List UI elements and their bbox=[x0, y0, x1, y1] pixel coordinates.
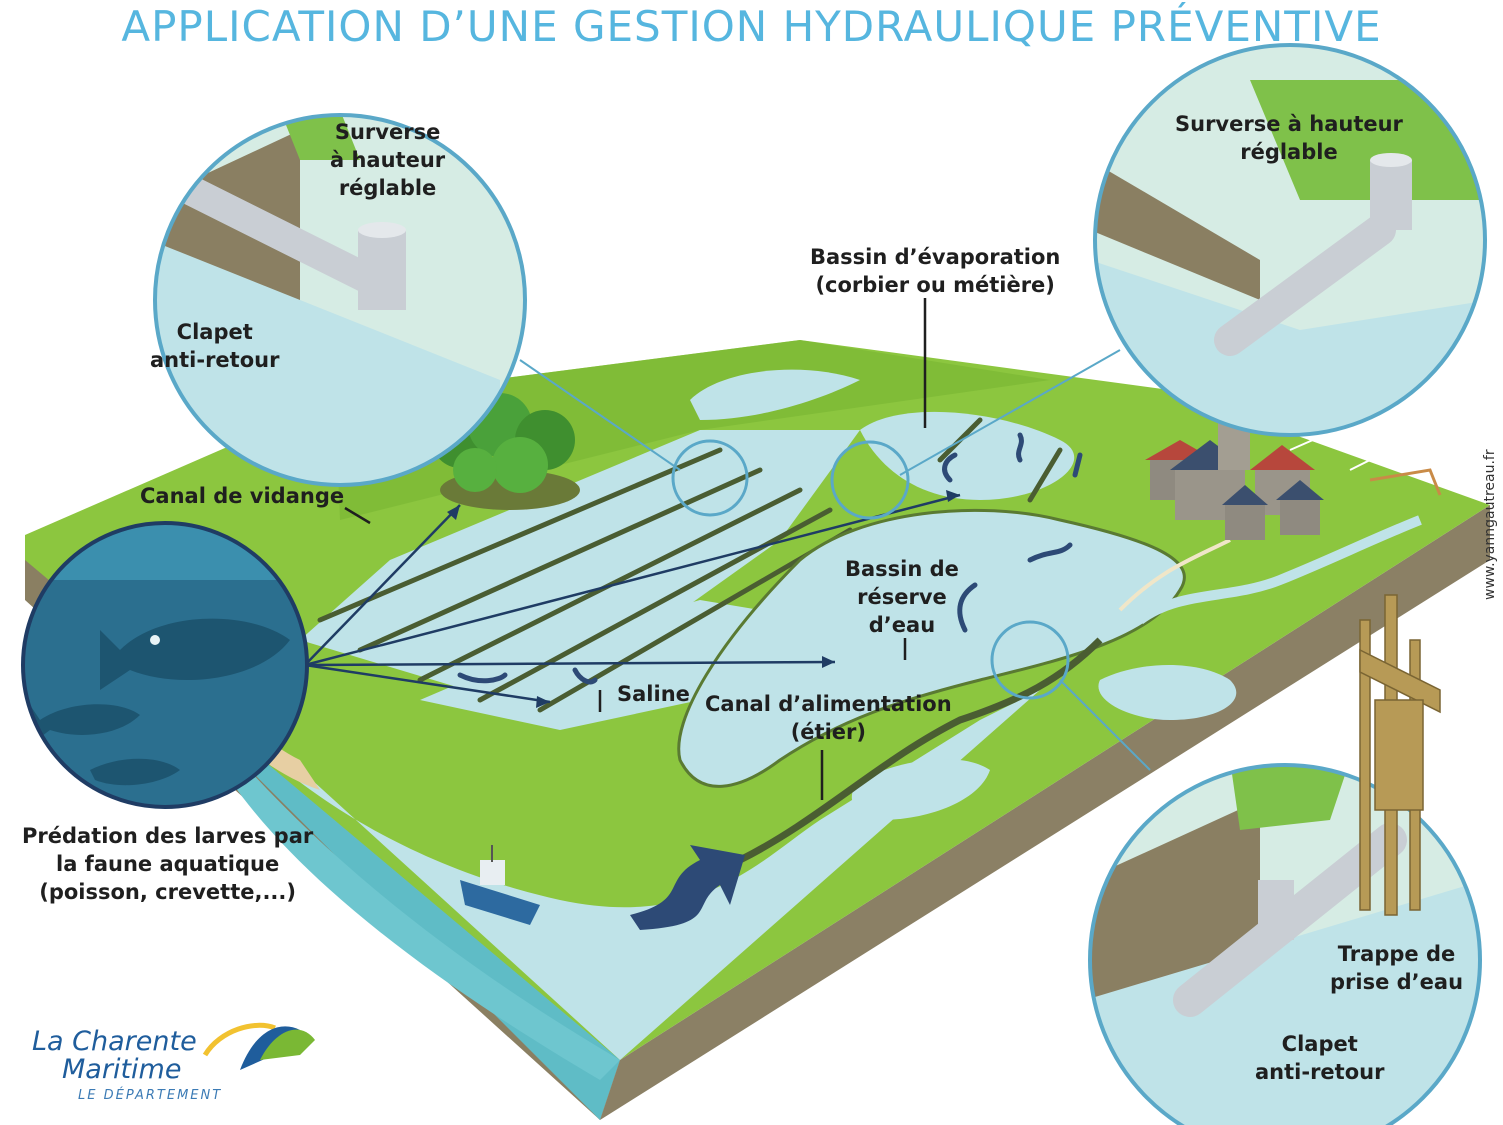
predation-pointer-heads bbox=[447, 490, 960, 708]
village-stream bbox=[1137, 515, 1422, 625]
logo-line-3: LE DÉPARTEMENT bbox=[78, 1088, 223, 1103]
side-pool bbox=[1098, 665, 1237, 720]
label-surverse-right: Surverse à hauteur réglable bbox=[1175, 112, 1403, 164]
label-bassin-reserve: Bassin de réserve d’eau bbox=[845, 557, 959, 637]
page-title: APPLICATION D’UNE GESTION HYDRAULIQUE PR… bbox=[121, 2, 1382, 51]
zoom-markers bbox=[671, 439, 1070, 700]
department-logo: La Charente Maritime LE DÉPARTEMENT bbox=[32, 1026, 223, 1104]
detail-circle-top-right bbox=[1093, 43, 1487, 437]
credit-text: www.yanngautreau.fr bbox=[1482, 449, 1498, 600]
label-canal-alimentation: Canal d’alimentation (étier) bbox=[705, 692, 952, 744]
footpath bbox=[1118, 538, 1231, 612]
logo-line-1: La Charente bbox=[32, 1026, 197, 1057]
department-logo-mark bbox=[202, 1022, 315, 1070]
detail-circle-top-left bbox=[153, 113, 527, 487]
label-canal-vidange: Canal de vidange bbox=[140, 484, 345, 508]
supply-canal bbox=[738, 637, 1103, 864]
side-pool bbox=[851, 759, 990, 820]
label-surverse-left: Surverse à hauteur réglable bbox=[330, 120, 446, 200]
label-bassin-evaporation: Bassin d’évaporation (corbier ou métière… bbox=[810, 245, 1061, 297]
village bbox=[1145, 385, 1442, 540]
fishing-boat bbox=[460, 845, 540, 925]
sluice-gate-structure bbox=[1359, 594, 1441, 916]
logo-line-2: Maritime bbox=[62, 1054, 182, 1085]
label-trappe: Trappe de prise d’eau bbox=[1330, 942, 1464, 994]
label-clapet-right: Clapet anti-retour bbox=[1255, 1032, 1385, 1084]
incoming-tide-arrow bbox=[630, 845, 745, 930]
flow-arrows bbox=[457, 432, 1083, 685]
label-predation: Prédation des larves par la faune aquati… bbox=[22, 824, 314, 904]
label-clapet-left: Clapet anti-retour bbox=[150, 320, 280, 372]
saline-basins bbox=[300, 369, 1075, 730]
label-saline: Saline bbox=[617, 682, 690, 706]
predation-pointer-lines bbox=[304, 493, 961, 704]
zoom-connectors bbox=[519, 349, 1151, 771]
